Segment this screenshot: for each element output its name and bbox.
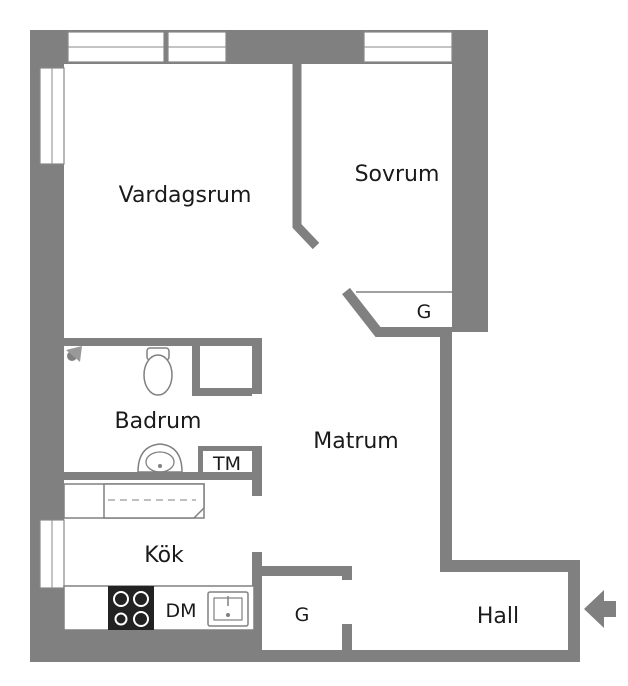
wall-bathroom-top: [64, 338, 260, 346]
wall-living-bedroom: [292, 64, 320, 250]
label-bathroom: Badrum: [115, 409, 202, 434]
stove-icon: [108, 586, 154, 630]
label-bathroom-dryer: TM: [212, 453, 241, 475]
sink-icon: [207, 591, 249, 627]
toilet-icon: [143, 347, 173, 396]
wall-bedroom-closet: [342, 287, 452, 337]
wall-bathroom-bottom: [64, 472, 260, 480]
windows: [39, 31, 453, 589]
shower-icon: [66, 346, 82, 362]
label-hall: Hall: [477, 604, 519, 629]
label-kitchen-dishwasher: DM: [165, 600, 196, 622]
label-kitchen: Kök: [144, 543, 184, 568]
label-hall-closet: G: [295, 604, 310, 626]
label-dining-area: Matrum: [313, 429, 399, 454]
entrance-arrow-icon: [584, 590, 616, 628]
wall-hall-closet-top: [252, 566, 352, 576]
label-bedroom: Sovrum: [355, 162, 440, 187]
wall-right-middle: [440, 332, 452, 572]
label-living-room: Vardagsrum: [119, 183, 252, 208]
washbasin-icon: [137, 443, 183, 473]
wall-bathroom-right: [252, 338, 262, 394]
kitchen-wall-cabinets: [63, 483, 205, 519]
label-bedroom-closet: G: [417, 301, 432, 323]
interior-walls: [64, 64, 580, 662]
